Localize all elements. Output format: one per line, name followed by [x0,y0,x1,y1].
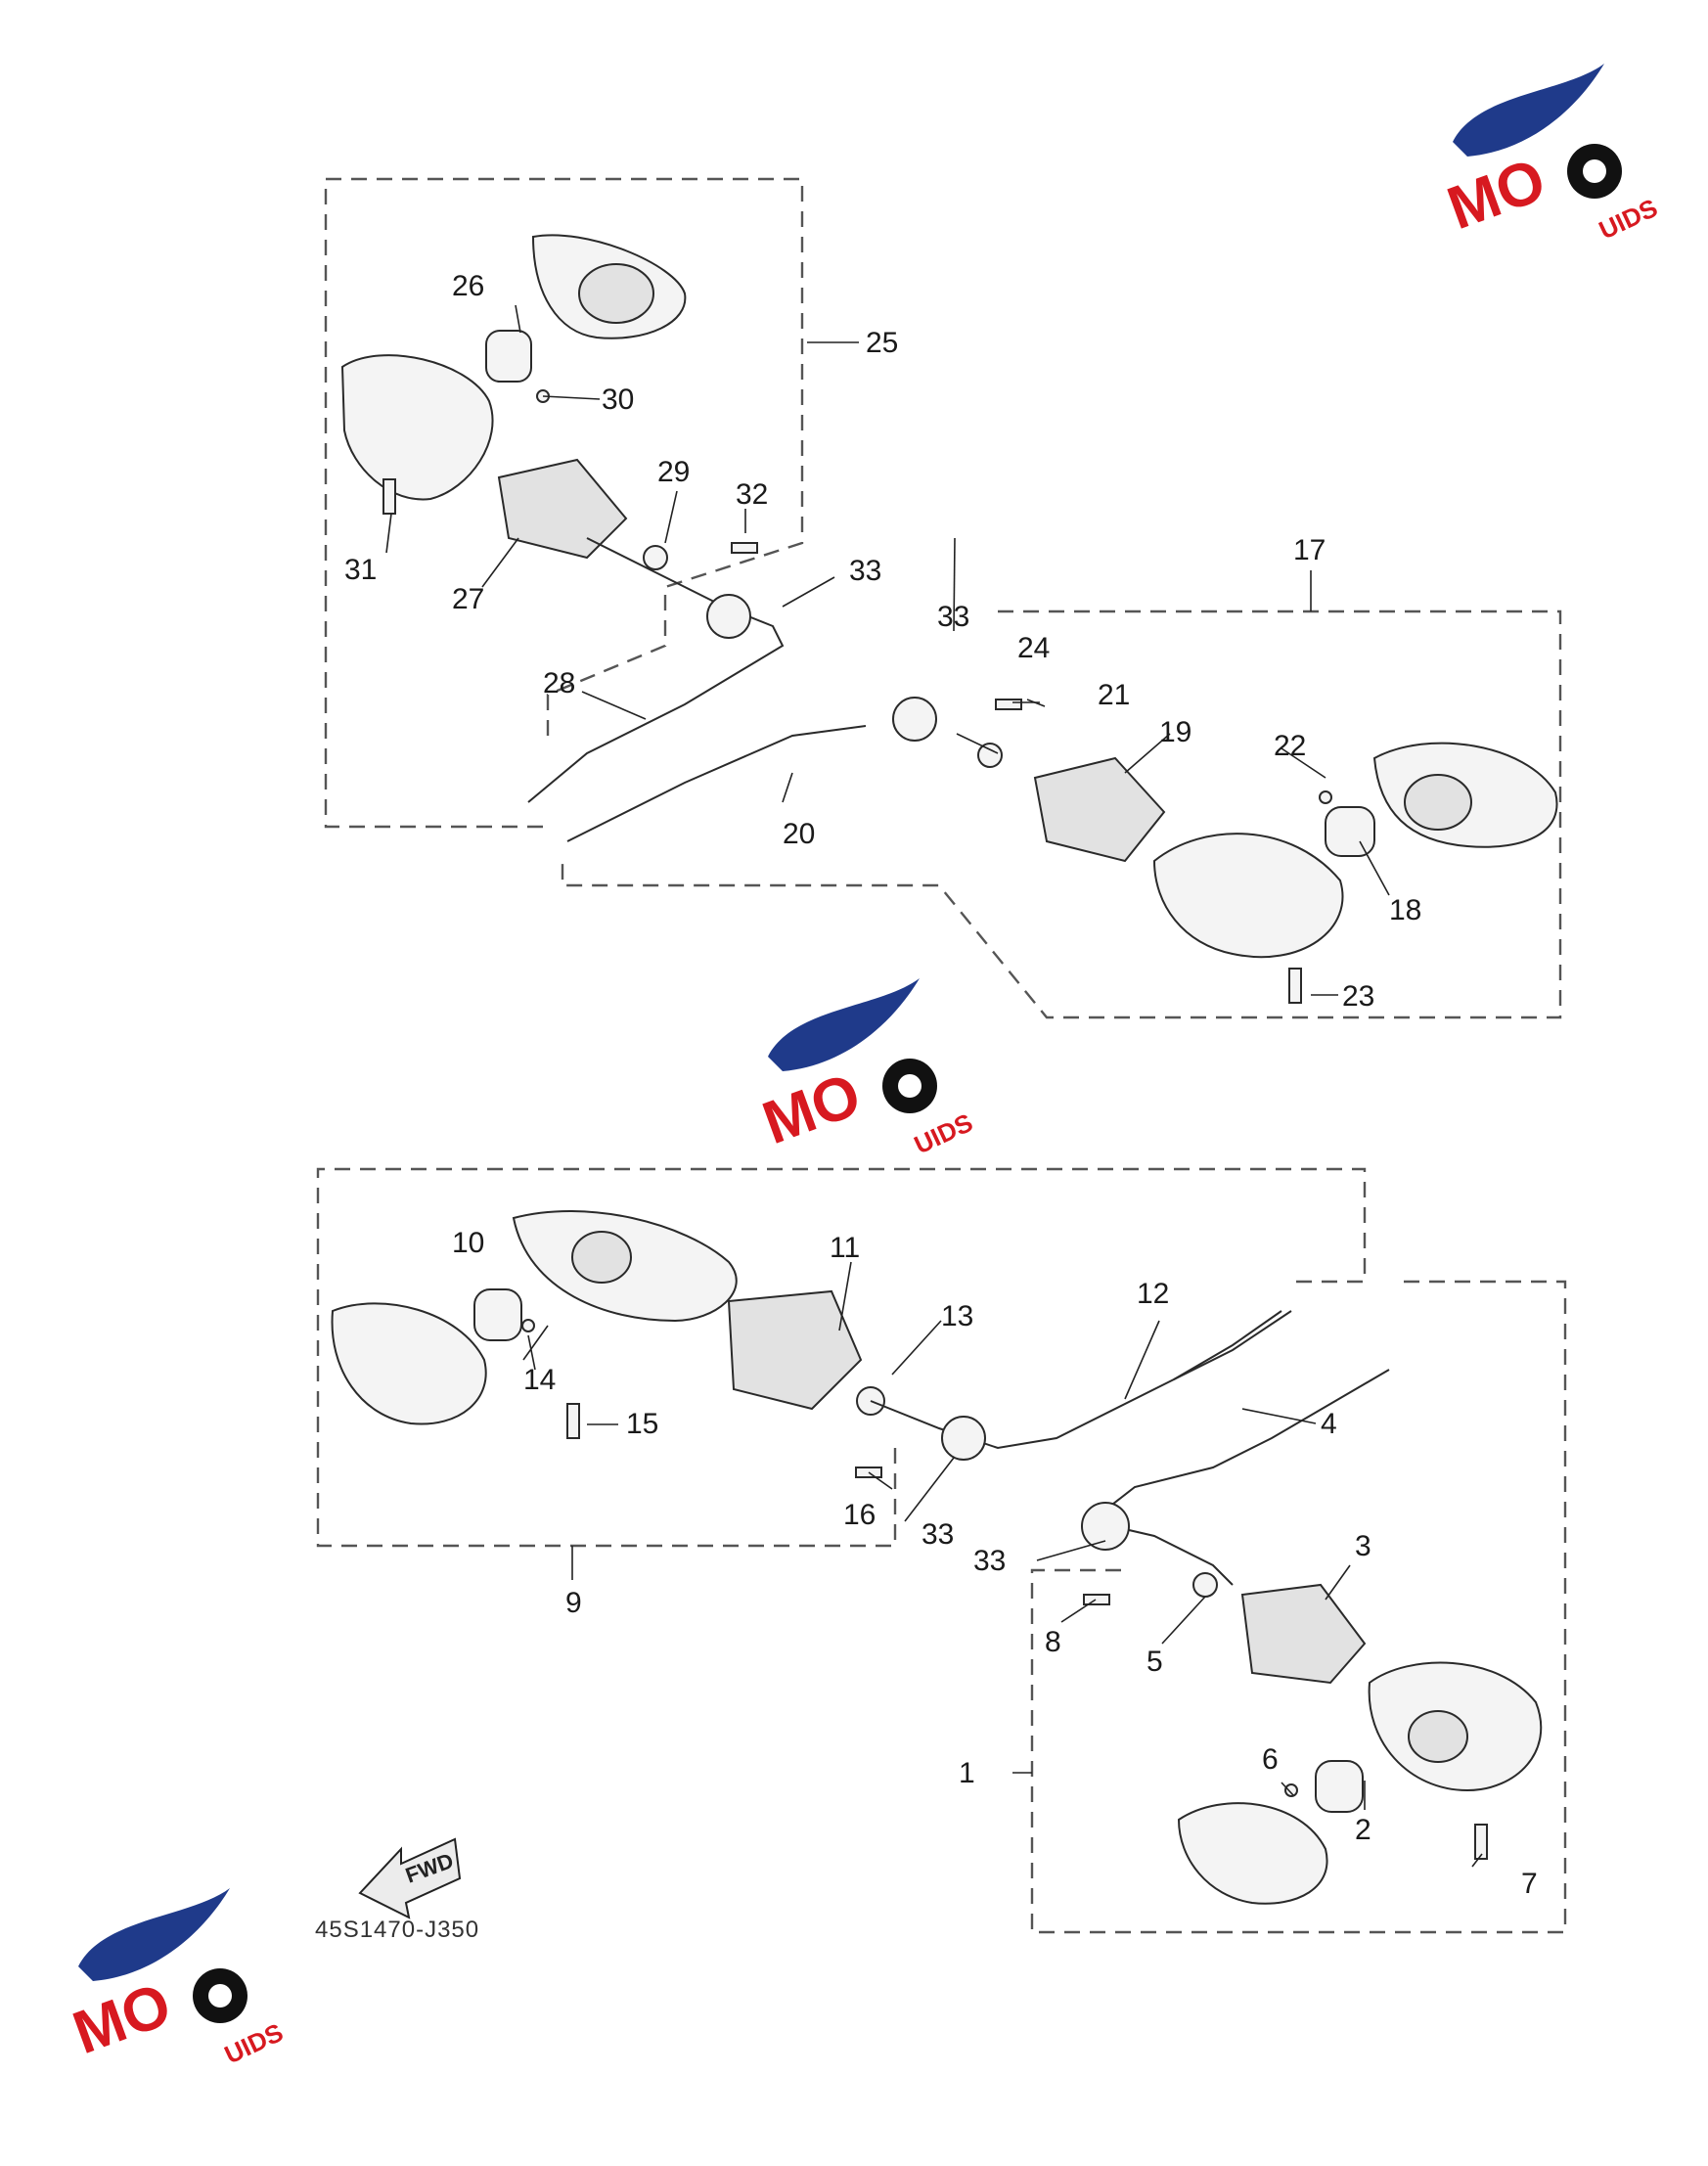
callout-23: 23 [1342,980,1374,1013]
callout-3: 3 [1355,1530,1371,1562]
callout-27: 27 [452,583,484,615]
callout-5: 5 [1146,1646,1163,1678]
callout-7: 7 [1521,1868,1538,1900]
callout-12: 12 [1137,1278,1169,1310]
callout-33-d: 33 [973,1545,1006,1577]
callout-13: 13 [941,1300,973,1332]
turn-signal-rear-left [331,1209,1292,1478]
leader-lines [385,304,1483,1868]
svg-text:UIDS: UIDS [1595,193,1662,245]
svg-text:MO: MO [1439,146,1553,243]
svg-text:MO: MO [754,1060,869,1157]
callout-32: 32 [736,478,768,511]
callout-11: 11 [830,1232,860,1264]
callout-9: 9 [565,1587,582,1619]
watermark-logo-bottom-left: MO UIDS [65,1888,288,2069]
callout-29: 29 [657,456,690,488]
callout-2: 2 [1355,1814,1371,1846]
turn-signal-front-left [340,234,785,803]
callout-15: 15 [626,1408,658,1440]
callout-33-c: 33 [921,1518,954,1551]
callout-8: 8 [1045,1626,1061,1658]
callout-18: 18 [1389,894,1421,926]
assembly-25-outline [324,177,804,829]
assembly-17-outline [561,609,1562,1019]
callout-24: 24 [1017,632,1050,664]
callout-17: 17 [1293,534,1326,566]
callout-1: 1 [959,1757,975,1789]
callout-31: 31 [344,554,377,586]
callout-30: 30 [602,384,634,416]
callout-22: 22 [1274,730,1306,762]
callout-33-a: 33 [849,555,881,587]
svg-text:MO: MO [65,1970,179,2067]
watermark-logo-top-right: MO UIDS [1439,64,1662,245]
callout-4: 4 [1321,1408,1337,1440]
callout-16: 16 [843,1499,876,1531]
callout-21: 21 [1098,679,1130,711]
drawing-code: 45S1470-J350 [315,1917,479,1943]
watermark-logo-center: MO UIDS [754,978,977,1159]
callout-20: 20 [783,818,815,850]
callout-25: 25 [866,327,898,359]
callout-28: 28 [543,667,575,699]
assembly-9-outline [316,1167,1367,1548]
callout-14: 14 [523,1364,556,1396]
turn-signal-rear-right [1081,1369,1543,1905]
callout-26: 26 [452,270,484,302]
callout-10: 10 [452,1227,484,1259]
callout-6: 6 [1262,1743,1279,1776]
callout-19: 19 [1159,716,1191,748]
fwd-arrow-icon: FWD [358,1837,462,1919]
assembly-1-outline [1030,1280,1567,1934]
svg-text:UIDS: UIDS [220,2017,288,2069]
svg-text:UIDS: UIDS [910,1107,977,1159]
turn-signal-front-right [566,697,1558,1004]
callout-labels: 25 26 30 31 27 29 32 33 28 20 17 33 24 2… [344,270,1538,1900]
callout-33-b: 33 [937,601,969,633]
